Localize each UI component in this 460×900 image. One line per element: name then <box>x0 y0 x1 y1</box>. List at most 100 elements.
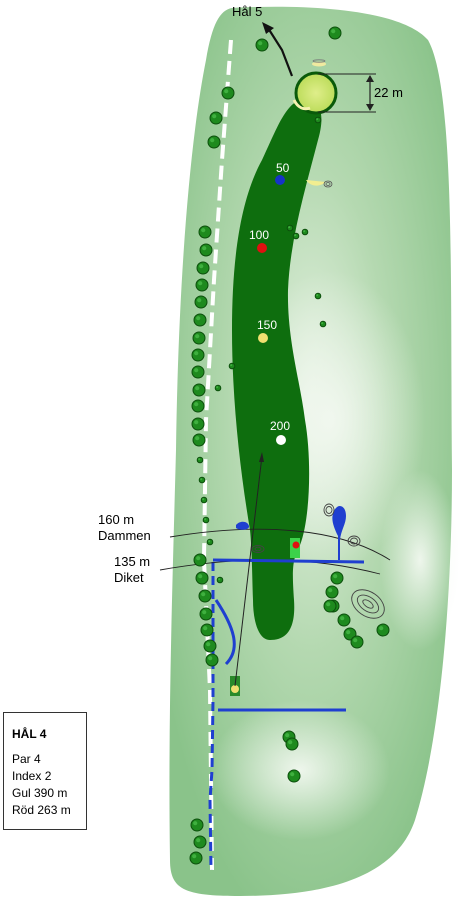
tree-highlight <box>202 246 207 251</box>
hazard-name-dammen: Dammen <box>98 528 151 543</box>
tree-highlight <box>198 574 203 579</box>
tree <box>192 383 206 397</box>
tree-highlight <box>208 656 213 661</box>
tree-highlight <box>340 616 345 621</box>
distance-label-50: 50 <box>276 161 290 175</box>
aim-line <box>234 455 263 687</box>
bunker-behind-green-line <box>312 59 326 63</box>
tree <box>193 553 207 567</box>
tree-highlight <box>195 386 200 391</box>
bush-highlight <box>216 386 219 389</box>
bush <box>228 362 236 370</box>
green-depth-arrow-head-bottom <box>366 104 374 111</box>
tree <box>255 38 269 52</box>
tree-highlight <box>195 334 200 339</box>
tree-highlight <box>197 298 202 303</box>
bush-highlight <box>294 234 297 237</box>
green-depth-arrow-head-top <box>366 75 374 82</box>
hazard-distance-diket: 135 m <box>114 554 150 569</box>
bush <box>214 384 222 392</box>
bush <box>292 232 300 240</box>
distance-marker-50 <box>275 175 285 185</box>
hole-par: Par 4 <box>12 752 41 766</box>
tree <box>287 769 301 783</box>
distance-marker-150 <box>258 333 268 343</box>
tree <box>195 571 209 585</box>
tree <box>193 835 207 849</box>
bush-highlight <box>321 322 324 325</box>
bush-highlight <box>316 294 319 297</box>
tree <box>192 433 206 447</box>
ditch-cross-1 <box>212 558 365 564</box>
yellow-tee-marker <box>231 685 239 693</box>
fairway <box>232 99 322 640</box>
hazard-distance-dammen: 160 m <box>98 512 134 527</box>
tree-highlight <box>326 602 331 607</box>
distance-marker-200 <box>276 435 286 445</box>
bush <box>314 116 322 124</box>
tree-highlight <box>258 41 263 46</box>
distance-label-200: 200 <box>270 419 290 433</box>
out-of-bounds-line <box>201 39 233 871</box>
tree <box>376 623 390 637</box>
tree <box>285 737 299 751</box>
tree-highlight <box>195 436 200 441</box>
tree-highlight <box>288 740 293 745</box>
ditch-curve <box>214 599 236 666</box>
mound-marker <box>323 180 333 188</box>
tree <box>207 135 221 149</box>
tree-highlight <box>194 402 199 407</box>
tree-highlight <box>193 821 198 826</box>
red-tee-length: Röd 263 m <box>12 803 71 817</box>
tree-highlight <box>328 588 333 593</box>
bush-highlight <box>218 578 221 581</box>
bush <box>206 538 214 546</box>
bush <box>301 228 309 236</box>
fairway-bunker <box>306 180 326 186</box>
tree <box>195 278 209 292</box>
bush-highlight <box>288 226 291 229</box>
bunker-behind-green <box>312 61 326 67</box>
hazard-line-dammen <box>169 528 391 561</box>
tree <box>199 607 213 621</box>
tree-highlight <box>194 351 199 356</box>
tree <box>191 417 205 431</box>
distance-label-150: 150 <box>257 318 277 332</box>
tree-highlight <box>196 556 201 561</box>
tree <box>209 111 223 125</box>
tree-highlight <box>192 854 197 859</box>
tree-highlight <box>224 89 229 94</box>
tree-highlight <box>331 29 336 34</box>
red-tee-marker <box>292 541 300 549</box>
trees <box>189 26 390 865</box>
bush-highlight <box>316 118 319 121</box>
tree <box>193 313 207 327</box>
tree-highlight <box>212 114 217 119</box>
pond-right <box>332 505 346 560</box>
bush <box>314 292 322 300</box>
tree <box>325 585 339 599</box>
tree <box>337 613 351 627</box>
tree <box>199 243 213 257</box>
tree <box>328 26 342 40</box>
tree <box>191 365 205 379</box>
tree-highlight <box>206 642 211 647</box>
tree-highlight <box>210 138 215 143</box>
tree <box>323 599 337 613</box>
tree <box>191 399 205 413</box>
rough-light-patch <box>210 700 390 840</box>
hole-info-box: HÅL 4 Par 4 Index 2 Gul 390 m Röd 263 m <box>3 712 87 830</box>
bush-highlight <box>200 478 203 481</box>
bush-highlight <box>208 540 211 543</box>
green-depth-label: 22 m <box>374 85 403 100</box>
aim-line-arrow <box>259 452 264 462</box>
bush-highlight <box>303 230 306 233</box>
distance-label-100: 100 <box>249 228 269 242</box>
tree <box>191 348 205 362</box>
yellow-tee-length: Gul 390 m <box>12 786 68 800</box>
tree-highlight <box>203 626 208 631</box>
tree <box>205 653 219 667</box>
rough-light-patch <box>380 470 460 650</box>
tree <box>200 623 214 637</box>
